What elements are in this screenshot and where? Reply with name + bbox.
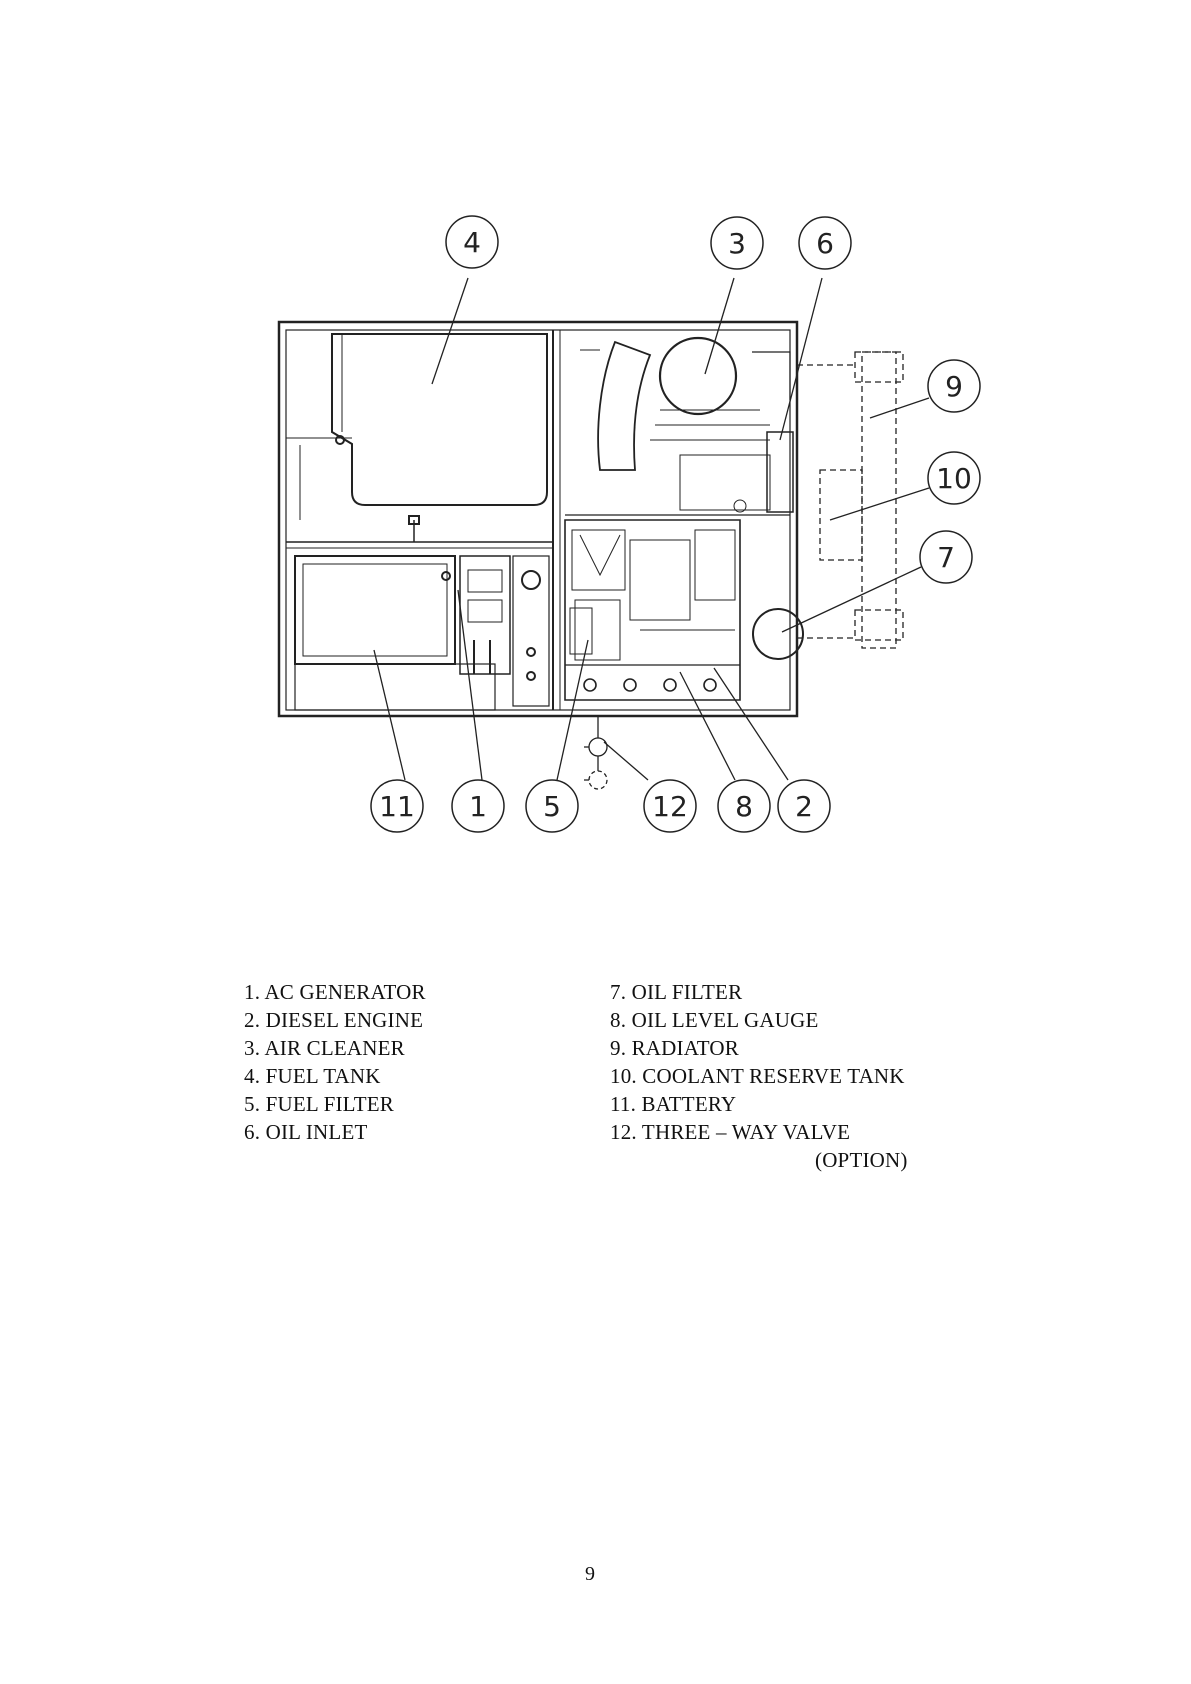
callout-9: 9 [945, 370, 963, 403]
diesel-engine-drawing [565, 500, 790, 700]
three-way-valve-drawing [584, 716, 607, 789]
radiator-drawing [797, 352, 903, 648]
ac-generator-drawing [460, 556, 549, 706]
legend-item-2: 2. DIESEL ENGINE [244, 1006, 426, 1034]
legend-right-column: 7. OIL FILTER 8. OIL LEVEL GAUGE 9. RADI… [610, 978, 908, 1174]
callout-4: 4 [463, 226, 481, 259]
callout-7: 7 [937, 541, 955, 574]
legend-item-4: 4. FUEL TANK [244, 1062, 426, 1090]
generator-layout-diagram: 4 3 6 9 10 7 11 1 5 12 8 2 [0, 0, 1191, 900]
oil-inlet-drawing [767, 432, 793, 512]
legend-item-10: 10. COOLANT RESERVE TANK [610, 1062, 908, 1090]
legend-item-5: 5. FUEL FILTER [244, 1090, 426, 1118]
callout-11: 11 [379, 790, 415, 823]
legend-item-8: 8. OIL LEVEL GAUGE [610, 1006, 908, 1034]
callout-3: 3 [728, 227, 746, 260]
callout-2: 2 [795, 790, 813, 823]
battery-drawing [295, 556, 495, 710]
page-number: 9 [585, 1563, 595, 1586]
air-cleaner-drawing [580, 338, 790, 510]
legend-item-3: 3. AIR CLEANER [244, 1034, 426, 1062]
callout-5: 5 [543, 790, 561, 823]
legend-item-11: 11. BATTERY [610, 1090, 908, 1118]
legend-option-note: (OPTION) [610, 1146, 908, 1174]
legend-item-6: 6. OIL INLET [244, 1118, 426, 1146]
legend-item-9: 9. RADIATOR [610, 1034, 908, 1062]
oil-filter-drawing [753, 609, 803, 659]
callout-8: 8 [735, 790, 753, 823]
legend-item-1: 1. AC GENERATOR [244, 978, 426, 1006]
legend-item-12: 12. THREE – WAY VALVE [610, 1118, 908, 1146]
fuel-tank-drawing [286, 334, 547, 520]
enclosure-outline [279, 322, 797, 716]
leader-lines [374, 278, 929, 780]
callout-10: 10 [936, 462, 972, 495]
callout-6: 6 [816, 227, 834, 260]
legend-item-7: 7. OIL FILTER [610, 978, 908, 1006]
callout-markers [371, 216, 980, 832]
callout-12: 12 [652, 790, 688, 823]
legend-left-column: 1. AC GENERATOR 2. DIESEL ENGINE 3. AIR … [244, 978, 426, 1146]
callout-1: 1 [469, 790, 487, 823]
